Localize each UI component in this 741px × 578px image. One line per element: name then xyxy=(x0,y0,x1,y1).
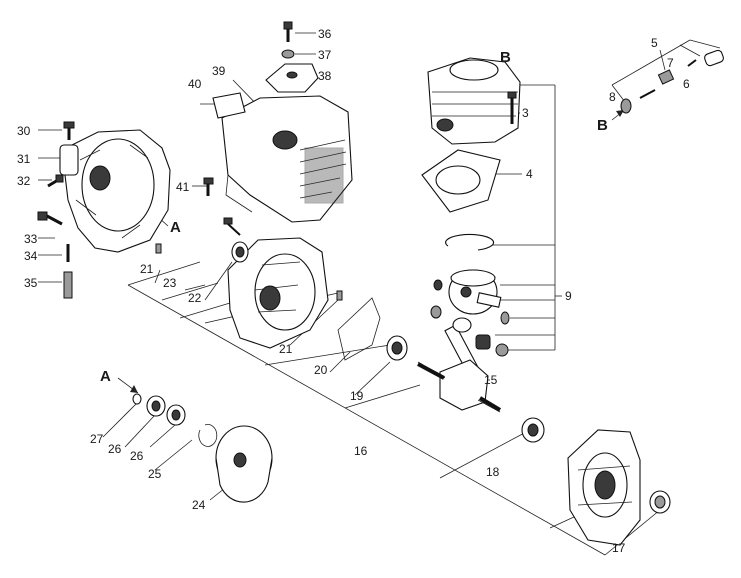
callout-24: 24 xyxy=(192,498,206,512)
clutch-drum-part xyxy=(215,425,273,503)
callout-36: 36 xyxy=(318,27,332,41)
cylinder-gasket-part xyxy=(421,149,501,213)
crankshaft-part xyxy=(417,317,502,413)
pin-part xyxy=(336,290,343,301)
screw-41-part xyxy=(203,177,214,196)
callout-17: 17 xyxy=(612,541,626,555)
callout-41: 41 xyxy=(176,180,190,194)
callout-21b: 21 xyxy=(279,342,293,356)
callout-39: 39 xyxy=(212,64,226,78)
leader-lines xyxy=(38,32,721,556)
callout-30: 30 xyxy=(17,124,31,138)
callout-21a: 21 xyxy=(140,262,154,276)
callout-38: 38 xyxy=(318,69,332,83)
case-gasket-part xyxy=(337,297,381,361)
callout-8: 8 xyxy=(609,90,616,104)
callout-34: 34 xyxy=(24,249,38,263)
callout-19: 19 xyxy=(350,389,364,403)
ref-letter-b-top: B xyxy=(500,49,511,66)
callout-40: 40 xyxy=(188,77,202,91)
callout-23: 23 xyxy=(163,276,177,290)
decal-part xyxy=(212,92,246,119)
callout-35: 35 xyxy=(24,276,38,290)
cylinder-cover-part xyxy=(221,95,353,223)
left-fasteners xyxy=(37,121,75,299)
callout-20: 20 xyxy=(314,363,328,377)
ref-letter-a-upper: A xyxy=(170,219,181,236)
callout-labels: 3 4 5 6 7 8 9 15 16 17 18 19 20 21 21 22… xyxy=(17,27,690,555)
crankcase-right-part xyxy=(567,429,641,546)
snap-ring-part xyxy=(198,424,218,447)
callout-22: 22 xyxy=(188,291,202,305)
callout-3: 3 xyxy=(522,106,529,120)
bearing-part xyxy=(146,395,166,417)
callout-26a: 26 xyxy=(108,442,122,456)
top-mount-parts xyxy=(265,21,319,93)
callout-33: 33 xyxy=(24,232,38,246)
callout-31: 31 xyxy=(17,152,31,166)
callout-26b: 26 xyxy=(130,449,144,463)
cover-vent-grille xyxy=(304,147,344,204)
callout-25: 25 xyxy=(148,467,162,481)
callout-37: 37 xyxy=(318,48,332,62)
callout-32: 32 xyxy=(17,174,31,188)
cylinder-part xyxy=(427,57,521,145)
oil-seal-part xyxy=(649,490,671,514)
ref-letter-b-right: B xyxy=(597,117,608,134)
piston-kit-part xyxy=(430,233,510,357)
callout-7: 7 xyxy=(667,56,674,70)
decomp-valve-parts xyxy=(620,49,724,114)
bearing-part xyxy=(166,404,186,426)
callout-27: 27 xyxy=(90,432,104,446)
callout-16: 16 xyxy=(354,444,368,458)
callout-4: 4 xyxy=(526,167,533,181)
callout-9: 9 xyxy=(565,289,572,303)
reference-letters: A A B B xyxy=(100,49,608,385)
ref-letter-a-lower: A xyxy=(100,368,111,385)
callout-6: 6 xyxy=(683,77,690,91)
callout-5: 5 xyxy=(651,36,658,50)
fan-housing-part xyxy=(59,129,171,253)
bearing-part xyxy=(521,417,545,443)
callout-18: 18 xyxy=(486,465,500,479)
washer-part xyxy=(132,393,142,405)
callout-15: 15 xyxy=(484,373,498,387)
bearing-part xyxy=(386,335,408,361)
pin-part xyxy=(155,243,162,254)
crankcase-left-part xyxy=(223,217,329,349)
